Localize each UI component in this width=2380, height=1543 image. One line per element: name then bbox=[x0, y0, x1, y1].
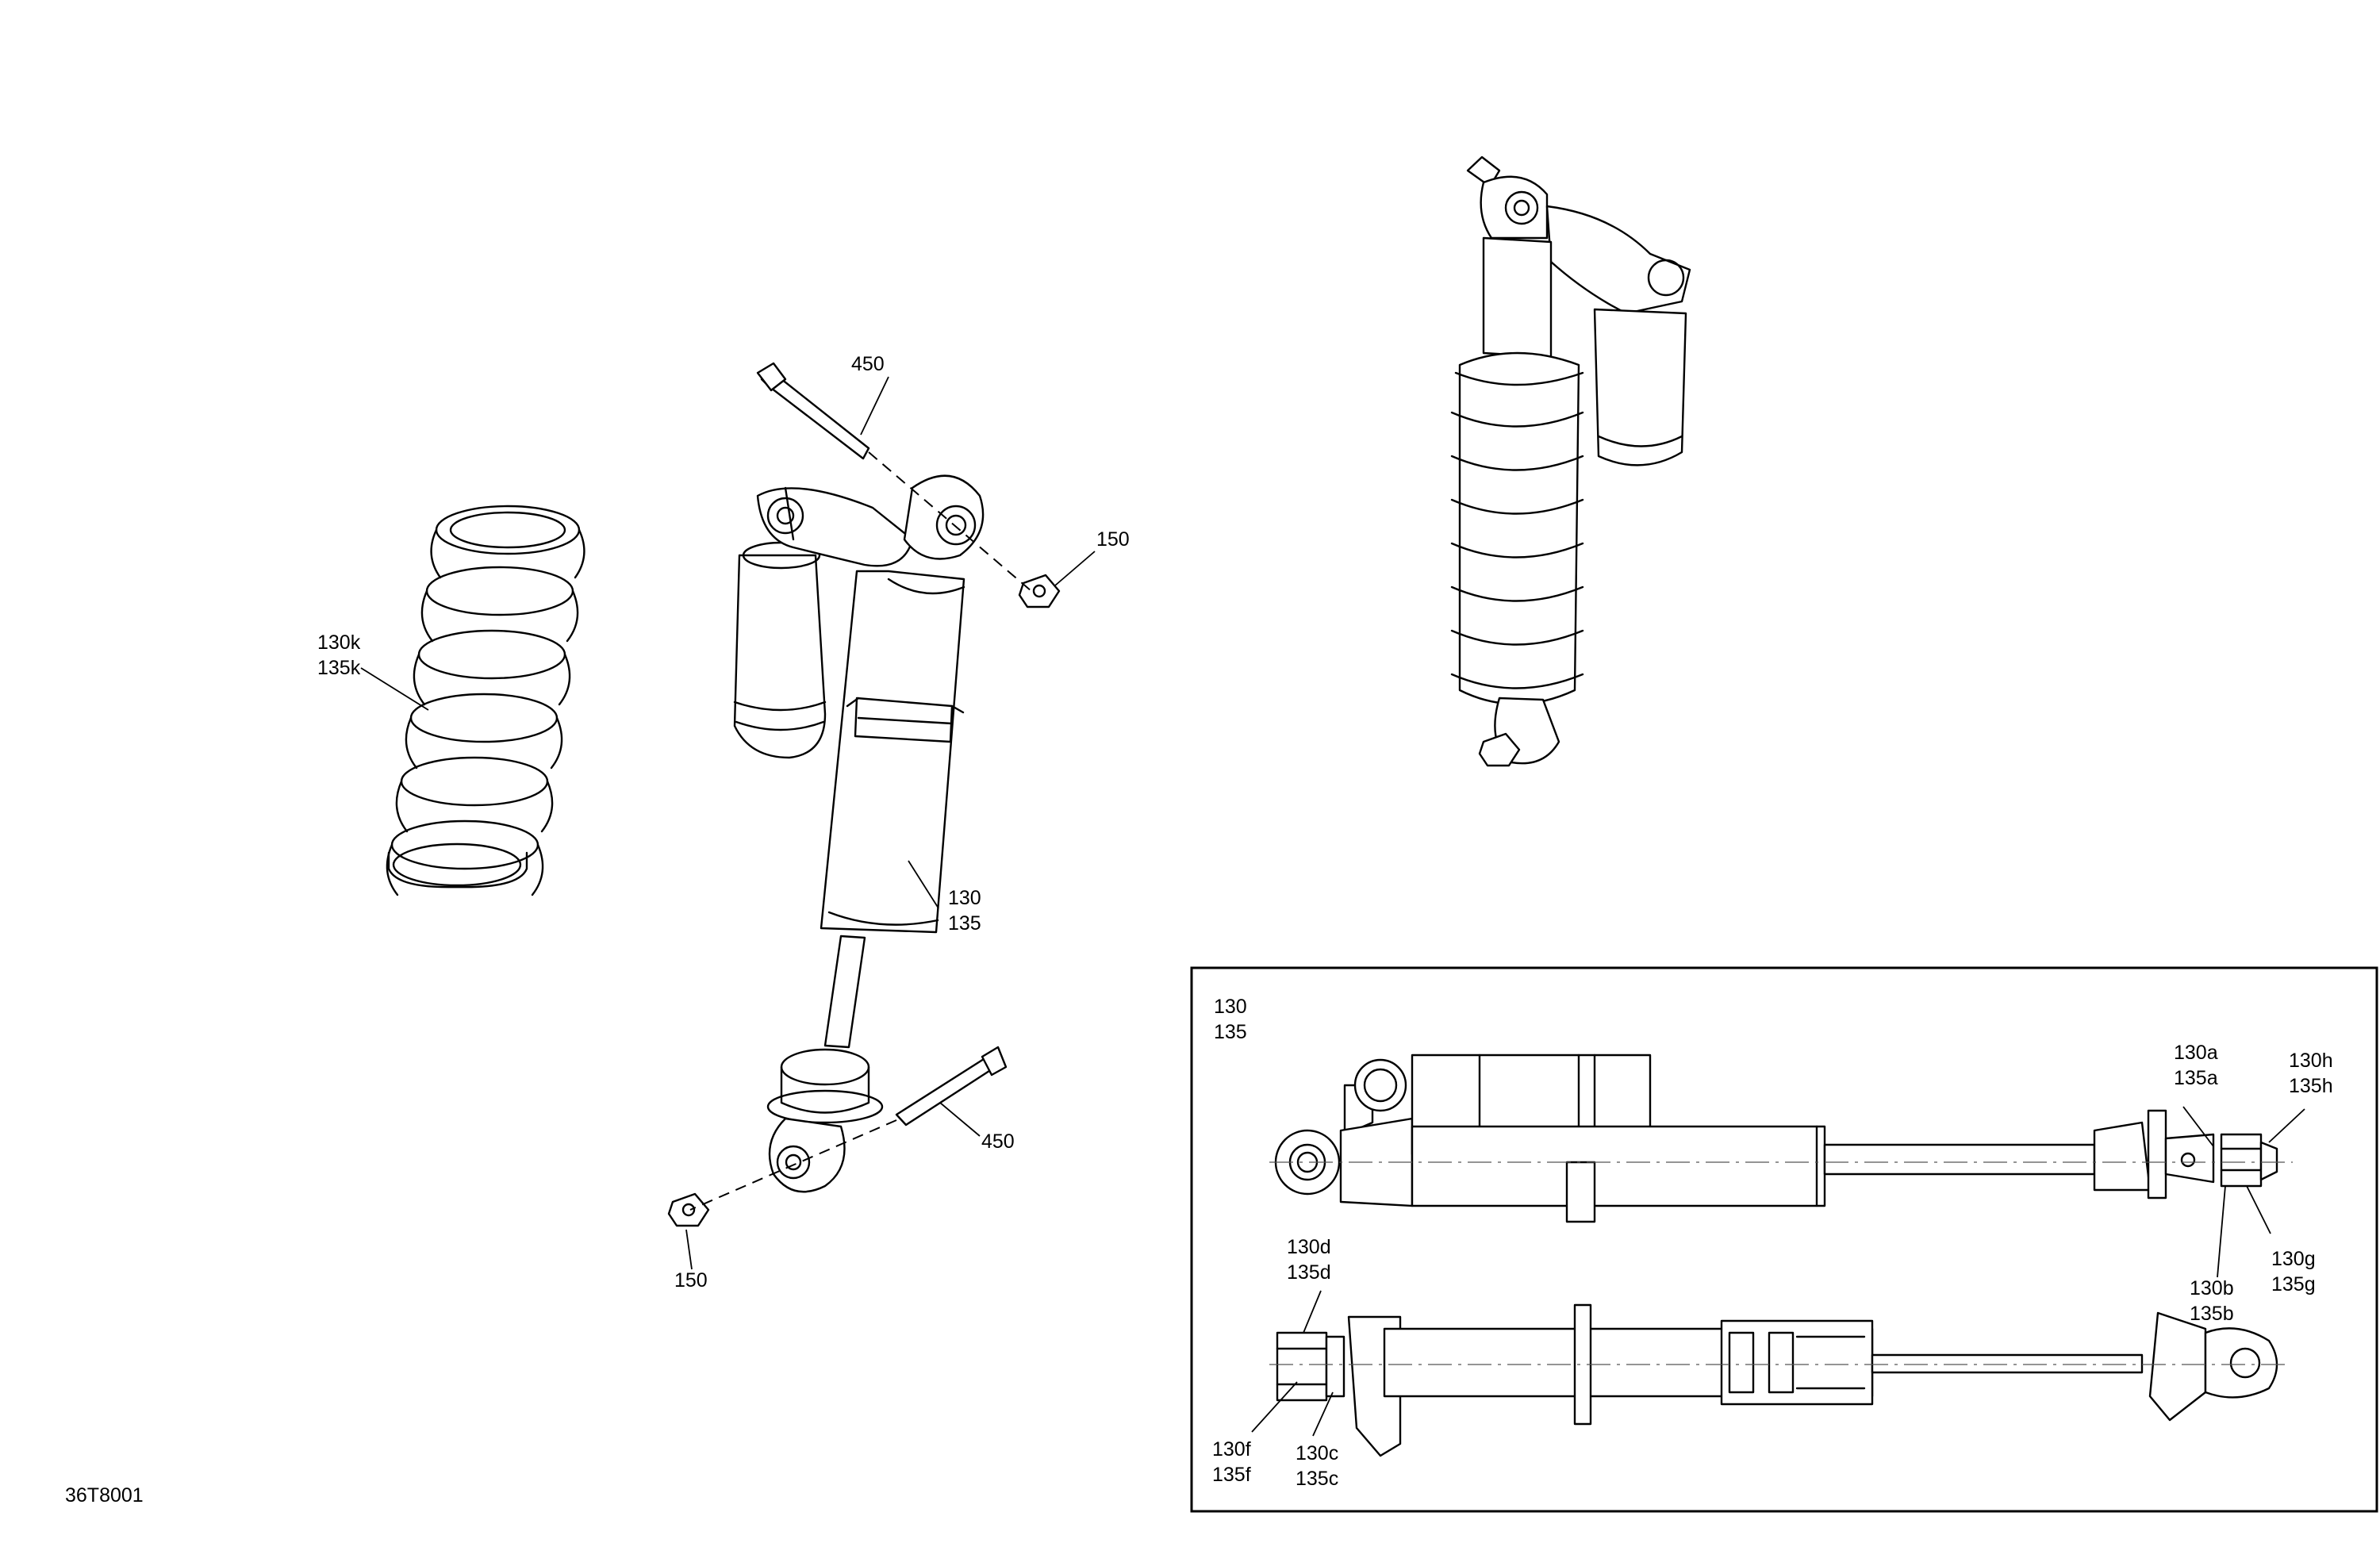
leader-lines bbox=[360, 376, 1096, 1270]
detail-box bbox=[1190, 966, 2378, 1513]
detail-callout-b-2: 135b bbox=[2190, 1303, 2234, 1325]
shock-absorber bbox=[667, 362, 1061, 1227]
detail-title-2: 135 bbox=[1214, 1021, 1247, 1043]
detail-callout-a-1: 130a bbox=[2174, 1042, 2218, 1064]
callout-spring-1: 130k bbox=[317, 631, 361, 654]
callout-upper-nut: 150 bbox=[1096, 528, 1130, 551]
detail-callout-d-2: 135d bbox=[1287, 1261, 1331, 1284]
detail-callout-g-1: 130g bbox=[2271, 1248, 2316, 1270]
detail-callout-f-1: 130f bbox=[1212, 1438, 1251, 1460]
callout-shock-body-1: 130 bbox=[948, 887, 981, 909]
coil-spring bbox=[386, 505, 585, 896]
detail-callout-h-2: 135h bbox=[2289, 1075, 2333, 1097]
detail-title-1: 130 bbox=[1214, 996, 1247, 1018]
callout-upper-bolt: 450 bbox=[851, 353, 885, 375]
callout-shock-body-2: 135 bbox=[948, 912, 981, 935]
detail-callout-d-1: 130d bbox=[1287, 1236, 1331, 1258]
callout-spring-2: 135k bbox=[317, 657, 361, 679]
callout-labels: 130k 135k 450 150 130 135 450 150 130 13… bbox=[65, 353, 2333, 1507]
callout-lower-nut: 150 bbox=[674, 1269, 708, 1292]
detail-callout-f-2: 135f bbox=[1212, 1464, 1251, 1486]
assembled-shock bbox=[1450, 155, 1691, 767]
callout-lower-bolt: 450 bbox=[981, 1130, 1015, 1153]
detail-callout-h-1: 130h bbox=[2289, 1050, 2333, 1072]
detail-callout-c-2: 135c bbox=[1296, 1468, 1338, 1490]
detail-callout-a-2: 135a bbox=[2174, 1067, 2218, 1089]
detail-callout-b-1: 130b bbox=[2190, 1277, 2234, 1299]
detail-callout-c-1: 130c bbox=[1296, 1442, 1338, 1464]
detail-callout-g-2: 135g bbox=[2271, 1273, 2316, 1295]
diagram-code: 36T8001 bbox=[65, 1484, 144, 1507]
